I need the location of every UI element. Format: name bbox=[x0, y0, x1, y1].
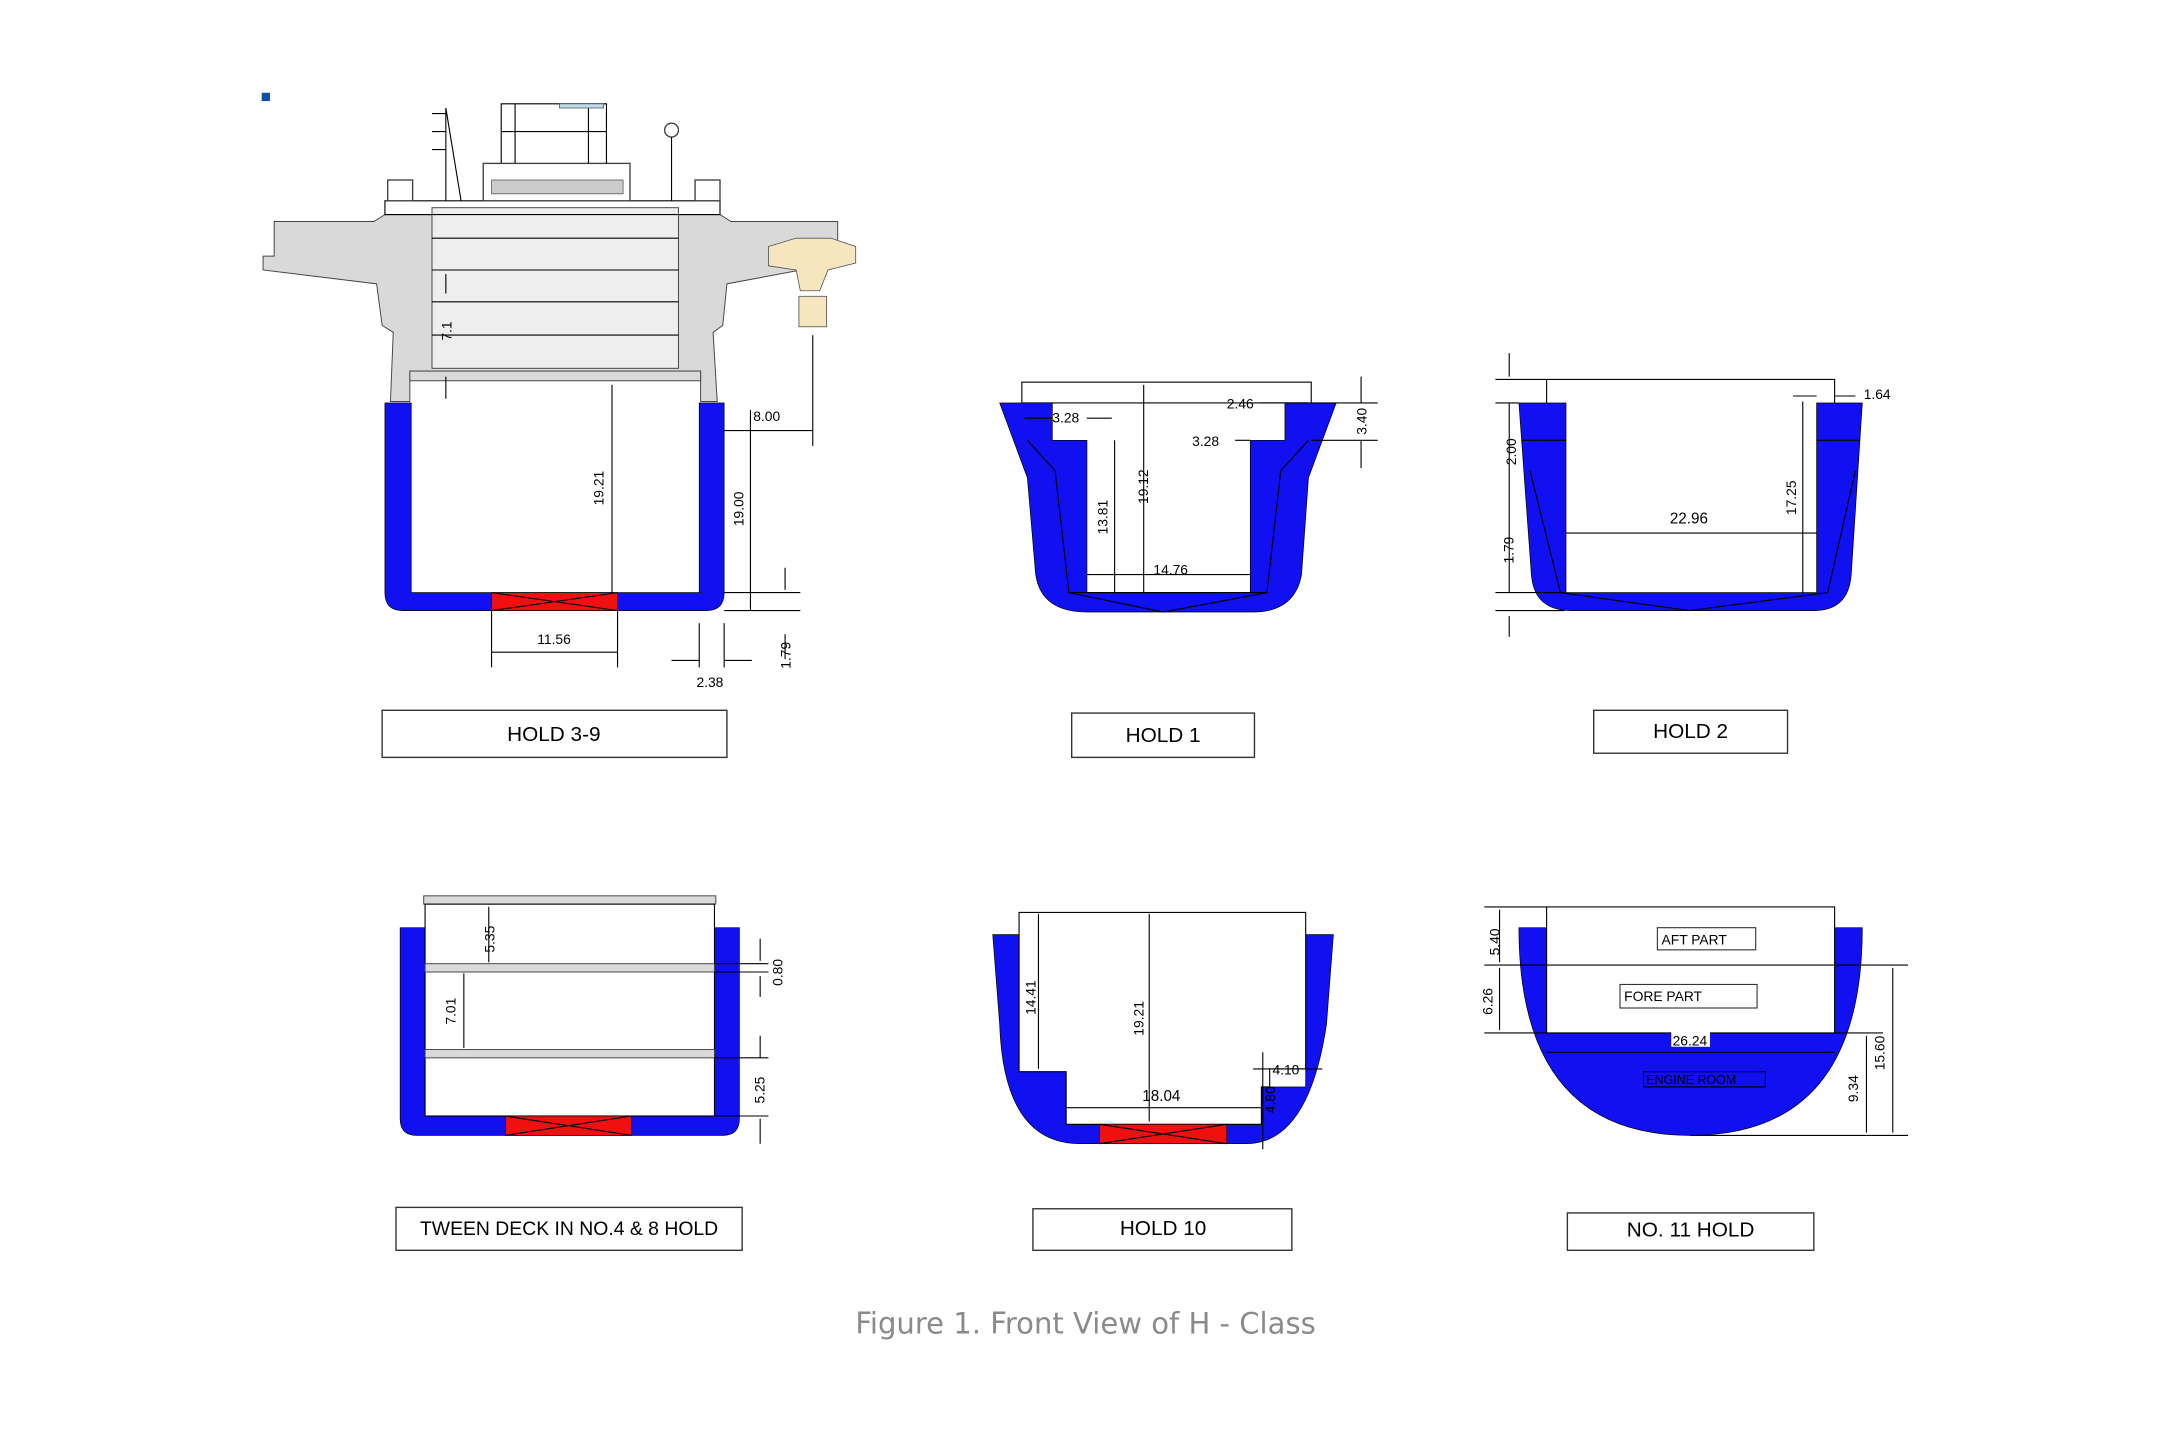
dim-5-35: 5.35 bbox=[481, 925, 497, 952]
dim-breadth-8: 8.00 bbox=[753, 408, 780, 424]
label-box bbox=[1032, 1208, 1293, 1251]
zone-aft-part: AFT PART bbox=[1662, 931, 1728, 947]
dim-9-34: 9.34 bbox=[1845, 1075, 1861, 1102]
dim-7-01: 7.01 bbox=[443, 997, 459, 1024]
hold-3-9-label: HOLD 3-9 bbox=[507, 723, 600, 746]
dim-0-80: 0.80 bbox=[769, 959, 785, 986]
label-box bbox=[1593, 709, 1789, 754]
dim-5-40: 5.40 bbox=[1487, 928, 1503, 955]
dim-5-25: 5.25 bbox=[751, 1076, 767, 1103]
figure-caption: Figure 1. Front View of H - Class bbox=[855, 1306, 1315, 1340]
dim-depth-19: 19.00 bbox=[731, 491, 747, 526]
hold-2-label: HOLD 2 bbox=[1653, 720, 1728, 743]
hold-1-label: HOLD 1 bbox=[1126, 724, 1201, 747]
dim-19-12: 19.12 bbox=[1135, 469, 1151, 504]
dim-17-25: 17.25 bbox=[1783, 480, 1799, 515]
dim-2-46: 2.46 bbox=[1227, 395, 1254, 411]
panel-hold-10: 14.41 19.21 4.10 18.04 4.80 HOLD 10 bbox=[992, 911, 1334, 1251]
dim-22-96: 22.96 bbox=[1670, 510, 1708, 527]
panel-tween-deck: 5.35 0.80 7.01 5.25 TWEEN DECK IN NO.4 &… bbox=[395, 895, 785, 1251]
dim-1-79: 1.79 bbox=[1500, 536, 1516, 563]
zone-engine-room: ENGINE ROOM bbox=[1646, 1073, 1736, 1087]
dim-3-28-left: 3.28 bbox=[1052, 409, 1079, 425]
dim-14-76: 14.76 bbox=[1153, 562, 1188, 578]
zone-fore-part: FORE PART bbox=[1624, 988, 1702, 1004]
dim-1-79: 1.79 bbox=[778, 642, 794, 669]
label-box bbox=[1566, 1212, 1815, 1251]
dim-14-41: 14.41 bbox=[1023, 980, 1039, 1015]
hold-10-label: HOLD 10 bbox=[1120, 1217, 1207, 1240]
dim-3-40: 3.40 bbox=[1354, 408, 1370, 435]
tween-deck-label: TWEEN DECK IN NO.4 & 8 HOLD bbox=[420, 1218, 718, 1240]
label-box bbox=[395, 1206, 743, 1251]
hold-11-label: NO. 11 HOLD bbox=[1627, 1218, 1755, 1241]
dim-26-24: 26.24 bbox=[1673, 1032, 1708, 1048]
dim-4-80: 4.80 bbox=[1262, 1086, 1278, 1113]
dim-6-26: 6.26 bbox=[1480, 988, 1496, 1015]
dim-11-56: 11.56 bbox=[537, 631, 571, 647]
panel-hold-3-9: 8.00 19.21 19.00 7.1 11.56 2.38 1.79 HOL… bbox=[262, 103, 857, 759]
dim-15-60: 15.60 bbox=[1871, 1035, 1887, 1070]
dim-1-64: 1.64 bbox=[1864, 386, 1891, 402]
panel-hold-11: AFT PART FORE PART ENGINE ROOM 26.24 5.4… bbox=[1480, 906, 1908, 1251]
dim-4-10: 4.10 bbox=[1272, 1061, 1299, 1077]
dim-2-38: 2.38 bbox=[696, 674, 723, 690]
dim-7-1: 7.1 bbox=[438, 321, 454, 341]
dim-19-21: 19.21 bbox=[1131, 1001, 1147, 1036]
label-box bbox=[381, 709, 728, 759]
label-box bbox=[1071, 712, 1256, 759]
dim-2-00: 2.00 bbox=[1503, 438, 1519, 465]
panel-hold-2: 1.64 2.00 1.79 22.96 17.25 HOLD 2 bbox=[1495, 353, 1891, 754]
dim-18-04: 18.04 bbox=[1142, 1088, 1181, 1105]
dim-depth-19-21: 19.21 bbox=[591, 470, 607, 505]
bullet-marker bbox=[261, 92, 270, 102]
panel-hold-1: 3.28 2.46 3.28 3.40 13.81 19.12 14.76 HO… bbox=[999, 376, 1378, 759]
dim-3-28-right: 3.28 bbox=[1192, 433, 1219, 449]
dim-13-81: 13.81 bbox=[1095, 500, 1111, 535]
superstructure-drawing bbox=[262, 103, 857, 403]
